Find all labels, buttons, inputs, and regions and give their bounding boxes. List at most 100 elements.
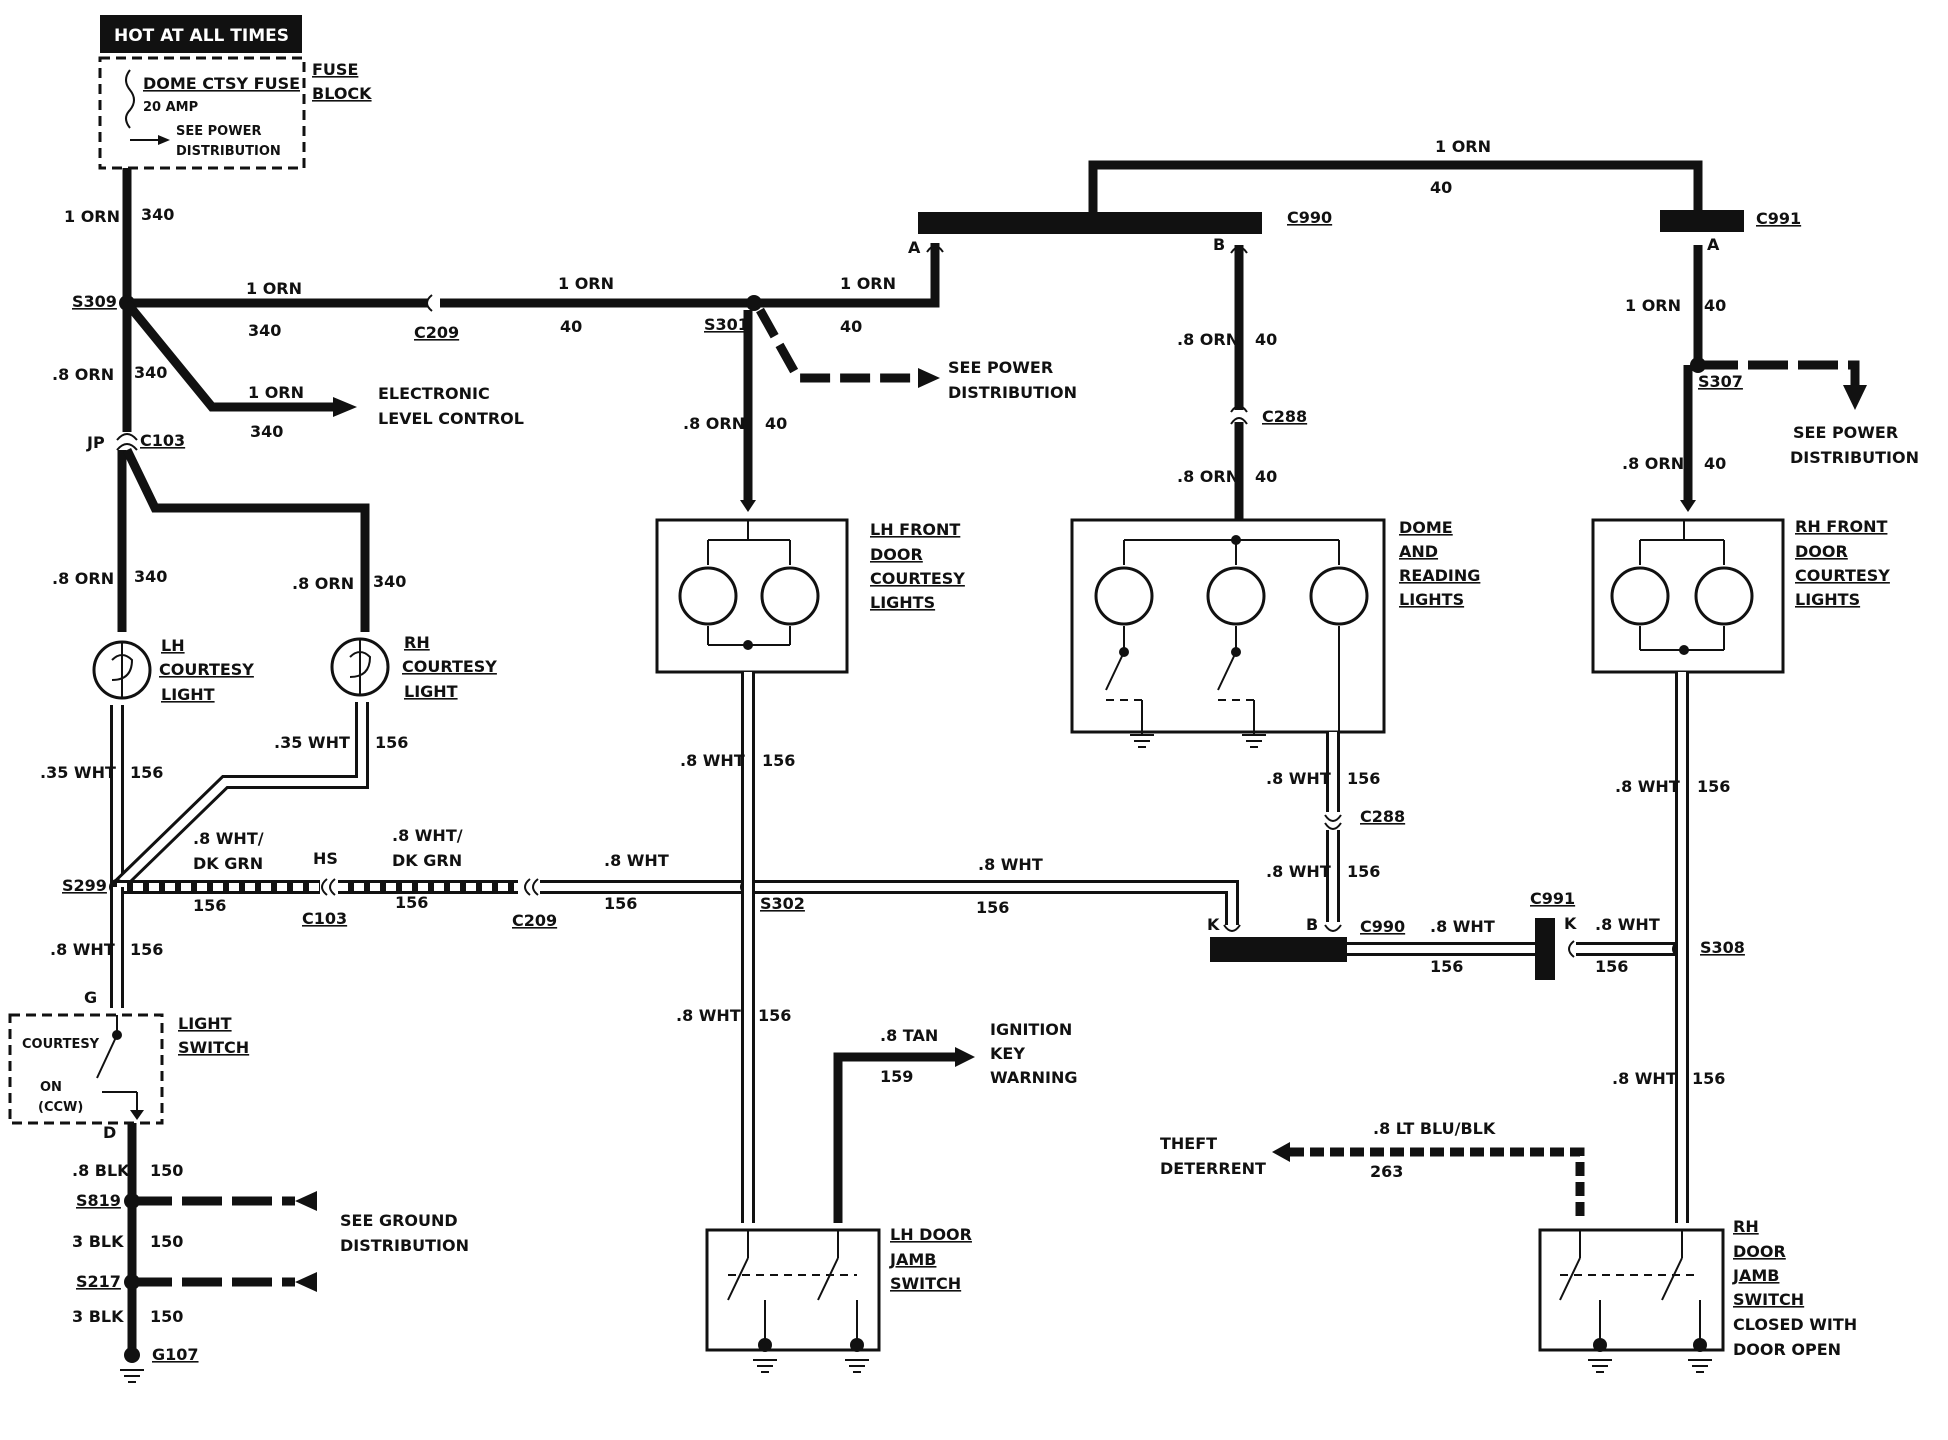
lh-jamb-ground-icons bbox=[753, 1359, 869, 1373]
light-switch-arrow-icon bbox=[130, 1110, 144, 1120]
lbl-lh-courtesy-3: LIGHT bbox=[161, 685, 215, 704]
lbl-dome-2: AND bbox=[1399, 542, 1438, 561]
lbl-156-o: 156 bbox=[130, 940, 163, 959]
lbl-08wht-d: .8 WHT bbox=[676, 1006, 741, 1025]
lbl-08wht-j: .8 WHT bbox=[1612, 1069, 1677, 1088]
lbl-s301: S301 bbox=[704, 315, 749, 334]
lbl-156-m: 156 bbox=[1697, 777, 1730, 796]
lbl-whtdkgrn-2b: DK GRN bbox=[392, 851, 462, 870]
dome-ground-icons bbox=[1130, 700, 1266, 748]
lh-jamb-ground-node-1 bbox=[758, 1338, 772, 1352]
lbl-lh-courtesy-1: LH bbox=[161, 636, 185, 655]
arrow-right-icon-ign bbox=[955, 1047, 975, 1067]
arrow-right-icon-s301 bbox=[918, 368, 940, 388]
lbl-rh-front-3: COURTESY bbox=[1795, 566, 1890, 585]
lbl-340-elc: 340 bbox=[250, 422, 283, 441]
lh-front-node bbox=[743, 640, 753, 650]
lbl-whtdkgrn-1b: .8 WHT/ bbox=[392, 826, 463, 845]
ground-g107-icon bbox=[120, 1369, 144, 1383]
lbl-rh-front-1: RH FRONT bbox=[1795, 517, 1888, 536]
lbl-lh-front-2: DOOR bbox=[870, 545, 923, 564]
lbl-150-b: 150 bbox=[150, 1232, 183, 1251]
lbl-rh-courtesy-1: RH bbox=[404, 633, 430, 652]
lbl-rh-jamb-6: DOOR OPEN bbox=[1733, 1340, 1841, 1359]
connector-c103-top-icon-2 bbox=[116, 443, 138, 451]
lbl-c209-bot: C209 bbox=[512, 911, 557, 930]
lbl-ign-3: WARNING bbox=[990, 1068, 1078, 1087]
lbl-pin-k-c991: K bbox=[1564, 914, 1577, 933]
lbl-s307: S307 bbox=[1698, 372, 1743, 391]
lbl-c103-bot: C103 bbox=[302, 909, 347, 928]
lbl-40-a: 40 bbox=[560, 317, 582, 336]
rh-jamb-ground-icons bbox=[1588, 1359, 1712, 1373]
lbl-c103-top: C103 bbox=[140, 431, 185, 450]
connector-c990a-icon bbox=[926, 245, 944, 253]
lbl-s302: S302 bbox=[760, 894, 805, 913]
lbl-1orn-a: 1 ORN bbox=[64, 207, 120, 226]
lbl-pin-k-c990: K bbox=[1207, 915, 1220, 934]
lbl-08wht-b: .8 WHT bbox=[978, 855, 1043, 874]
wire-orn-40-top-loop bbox=[1088, 160, 1703, 212]
lbl-elc-2: LEVEL CONTROL bbox=[378, 409, 524, 428]
lbl-340-b: 340 bbox=[248, 321, 281, 340]
lbl-lh-jamb-3: SWITCH bbox=[890, 1274, 961, 1293]
lbl-s301-see-power-2: DISTRIBUTION bbox=[948, 383, 1077, 402]
connector-c990b-bot-icon bbox=[1324, 924, 1342, 932]
lbl-rh-jamb-1: RH bbox=[1733, 1217, 1759, 1236]
lbl-1orn-elc: 1 ORN bbox=[248, 383, 304, 402]
wire-s307-dist bbox=[1698, 360, 1860, 385]
connector-c209-bot-icon bbox=[524, 878, 531, 896]
lbl-c991-bot: C991 bbox=[1530, 889, 1575, 908]
arrow-down-icon-lh bbox=[740, 500, 756, 512]
lbl-elc-1: ELECTRONIC bbox=[378, 384, 490, 403]
fuse-see-power-1: SEE POWER bbox=[176, 124, 261, 139]
lbl-jp: JP bbox=[86, 433, 105, 452]
wire-s301-dist bbox=[756, 307, 920, 383]
connector-c103-bot-icon-2 bbox=[329, 878, 336, 896]
lbl-08orn-lhfront: .8 ORN bbox=[683, 414, 745, 433]
lbl-08orn-b: .8 ORN bbox=[52, 569, 114, 588]
connector-c991-bottom bbox=[1535, 918, 1555, 980]
lbl-159: 159 bbox=[880, 1067, 913, 1086]
lbl-08wht-a: .8 WHT bbox=[604, 851, 669, 870]
lbl-c288-bot: C288 bbox=[1360, 807, 1405, 826]
lbl-08orn-rh: .8 ORN bbox=[1622, 454, 1684, 473]
arrow-down-icon-rh bbox=[1680, 500, 1696, 512]
lh-front-bulb-1-icon bbox=[678, 566, 738, 626]
lbl-c288-top: C288 bbox=[1262, 407, 1307, 426]
lbl-1orn-e: 1 ORN bbox=[1435, 137, 1491, 156]
rh-front-internal-wiring bbox=[1639, 520, 1725, 651]
hot-at-all-times-label: HOT AT ALL TIMES bbox=[114, 26, 289, 46]
light-switch-box bbox=[8, 1013, 164, 1125]
wire-ltblu-blk-263 bbox=[1290, 1147, 1585, 1222]
connector-c991-top bbox=[1660, 210, 1744, 232]
lbl-pin-g: G bbox=[84, 988, 97, 1007]
wire-wht-rh-courtesy-in bbox=[114, 702, 366, 890]
rh-jamb-ground-node-2 bbox=[1693, 1338, 1707, 1352]
lh-front-internal-wiring bbox=[707, 520, 791, 646]
lbl-08wht-c: .8 WHT bbox=[680, 751, 745, 770]
fuse-block-label-1: FUSE bbox=[312, 60, 358, 79]
arrow-left-icon-s217 bbox=[295, 1272, 317, 1292]
arrow-right-icon bbox=[158, 135, 170, 145]
lbl-s309: S309 bbox=[72, 292, 117, 311]
lbl-08blk: .8 BLK bbox=[72, 1161, 130, 1180]
lbl-see-ground-1: SEE GROUND bbox=[340, 1211, 458, 1230]
lbl-lh-front-1: LH FRONT bbox=[870, 520, 960, 539]
lbl-light-switch-1: LIGHT bbox=[178, 1014, 232, 1033]
connector-c288-top-icon-2 bbox=[1230, 417, 1248, 425]
lh-jamb-ground-node-2 bbox=[850, 1338, 864, 1352]
light-switch-node bbox=[112, 1030, 122, 1040]
connector-c288-bot-icon bbox=[1324, 814, 1342, 822]
lbl-lh-jamb-2: JAMB bbox=[889, 1250, 936, 1269]
lbl-156-i: 156 bbox=[1347, 769, 1380, 788]
lbl-035wht-a: .35 WHT bbox=[40, 763, 116, 782]
lbl-263: 263 bbox=[1370, 1162, 1403, 1181]
lbl-ign-1: IGNITION bbox=[990, 1020, 1072, 1039]
lbl-c991-top: C991 bbox=[1756, 209, 1801, 228]
arrow-right-icon-elc bbox=[333, 397, 357, 417]
lbl-rh-courtesy-3: LIGHT bbox=[404, 682, 458, 701]
lbl-g107: G107 bbox=[152, 1345, 199, 1364]
lbl-rh-courtesy-2: COURTESY bbox=[402, 657, 497, 676]
fuse-block-label-2: BLOCK bbox=[312, 84, 372, 103]
